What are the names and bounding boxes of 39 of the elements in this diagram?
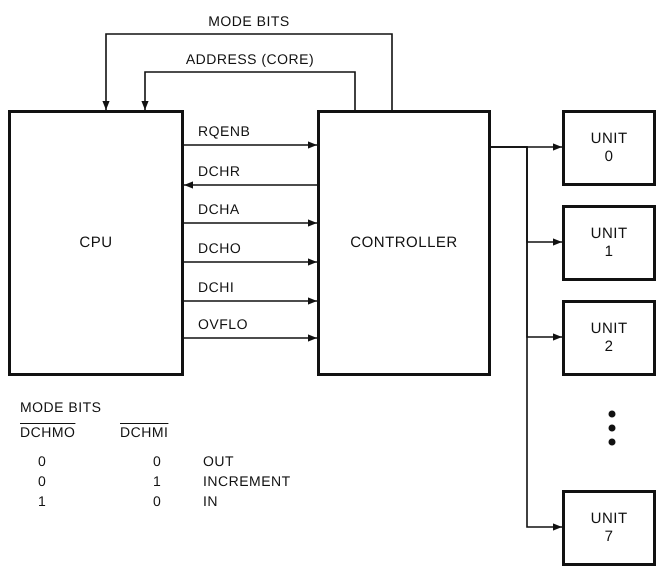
arrow — [184, 141, 317, 149]
table-text: 0 — [153, 453, 162, 469]
block-box — [562, 205, 656, 281]
block-box — [8, 110, 184, 376]
arrow — [184, 219, 317, 227]
table-text: 1 — [153, 473, 162, 489]
table-text: IN — [203, 493, 218, 509]
block-label: CPU — [79, 234, 113, 252]
table-text: DCHMO — [20, 424, 76, 440]
table-text: 0 — [153, 493, 162, 509]
block-label: UNIT 7 — [590, 510, 628, 546]
block-box — [562, 490, 656, 566]
block-box — [317, 110, 491, 376]
table-text: OUT — [203, 453, 234, 469]
table-text: 0 — [38, 473, 46, 489]
arrow — [184, 258, 317, 266]
table-text: 1 — [38, 493, 46, 509]
block-box — [562, 300, 656, 376]
signal-label: DCHA — [196, 201, 242, 217]
table-text: DCHMI — [120, 424, 168, 440]
arrow — [491, 146, 562, 531]
arrow — [184, 297, 317, 305]
table-text: INCREMENT — [203, 473, 291, 489]
signal-label: MODE BITS — [206, 13, 292, 29]
table-text: 0 — [38, 453, 46, 469]
table-text: MODE BITS — [20, 399, 102, 415]
block-label: UNIT 1 — [590, 225, 628, 261]
signal-label: OVFLO — [196, 316, 250, 332]
arrow — [141, 71, 356, 110]
arrow — [184, 181, 317, 189]
signal-label: DCHO — [196, 240, 244, 256]
signal-label: RQENB — [196, 123, 252, 139]
arrow — [102, 33, 393, 110]
block-label: CONTROLLER — [350, 234, 458, 252]
signal-label: DCHR — [196, 163, 242, 179]
block-label: UNIT 2 — [590, 320, 628, 356]
arrow — [184, 334, 317, 342]
block-box — [562, 110, 656, 186]
block-label: UNIT 0 — [590, 130, 628, 166]
